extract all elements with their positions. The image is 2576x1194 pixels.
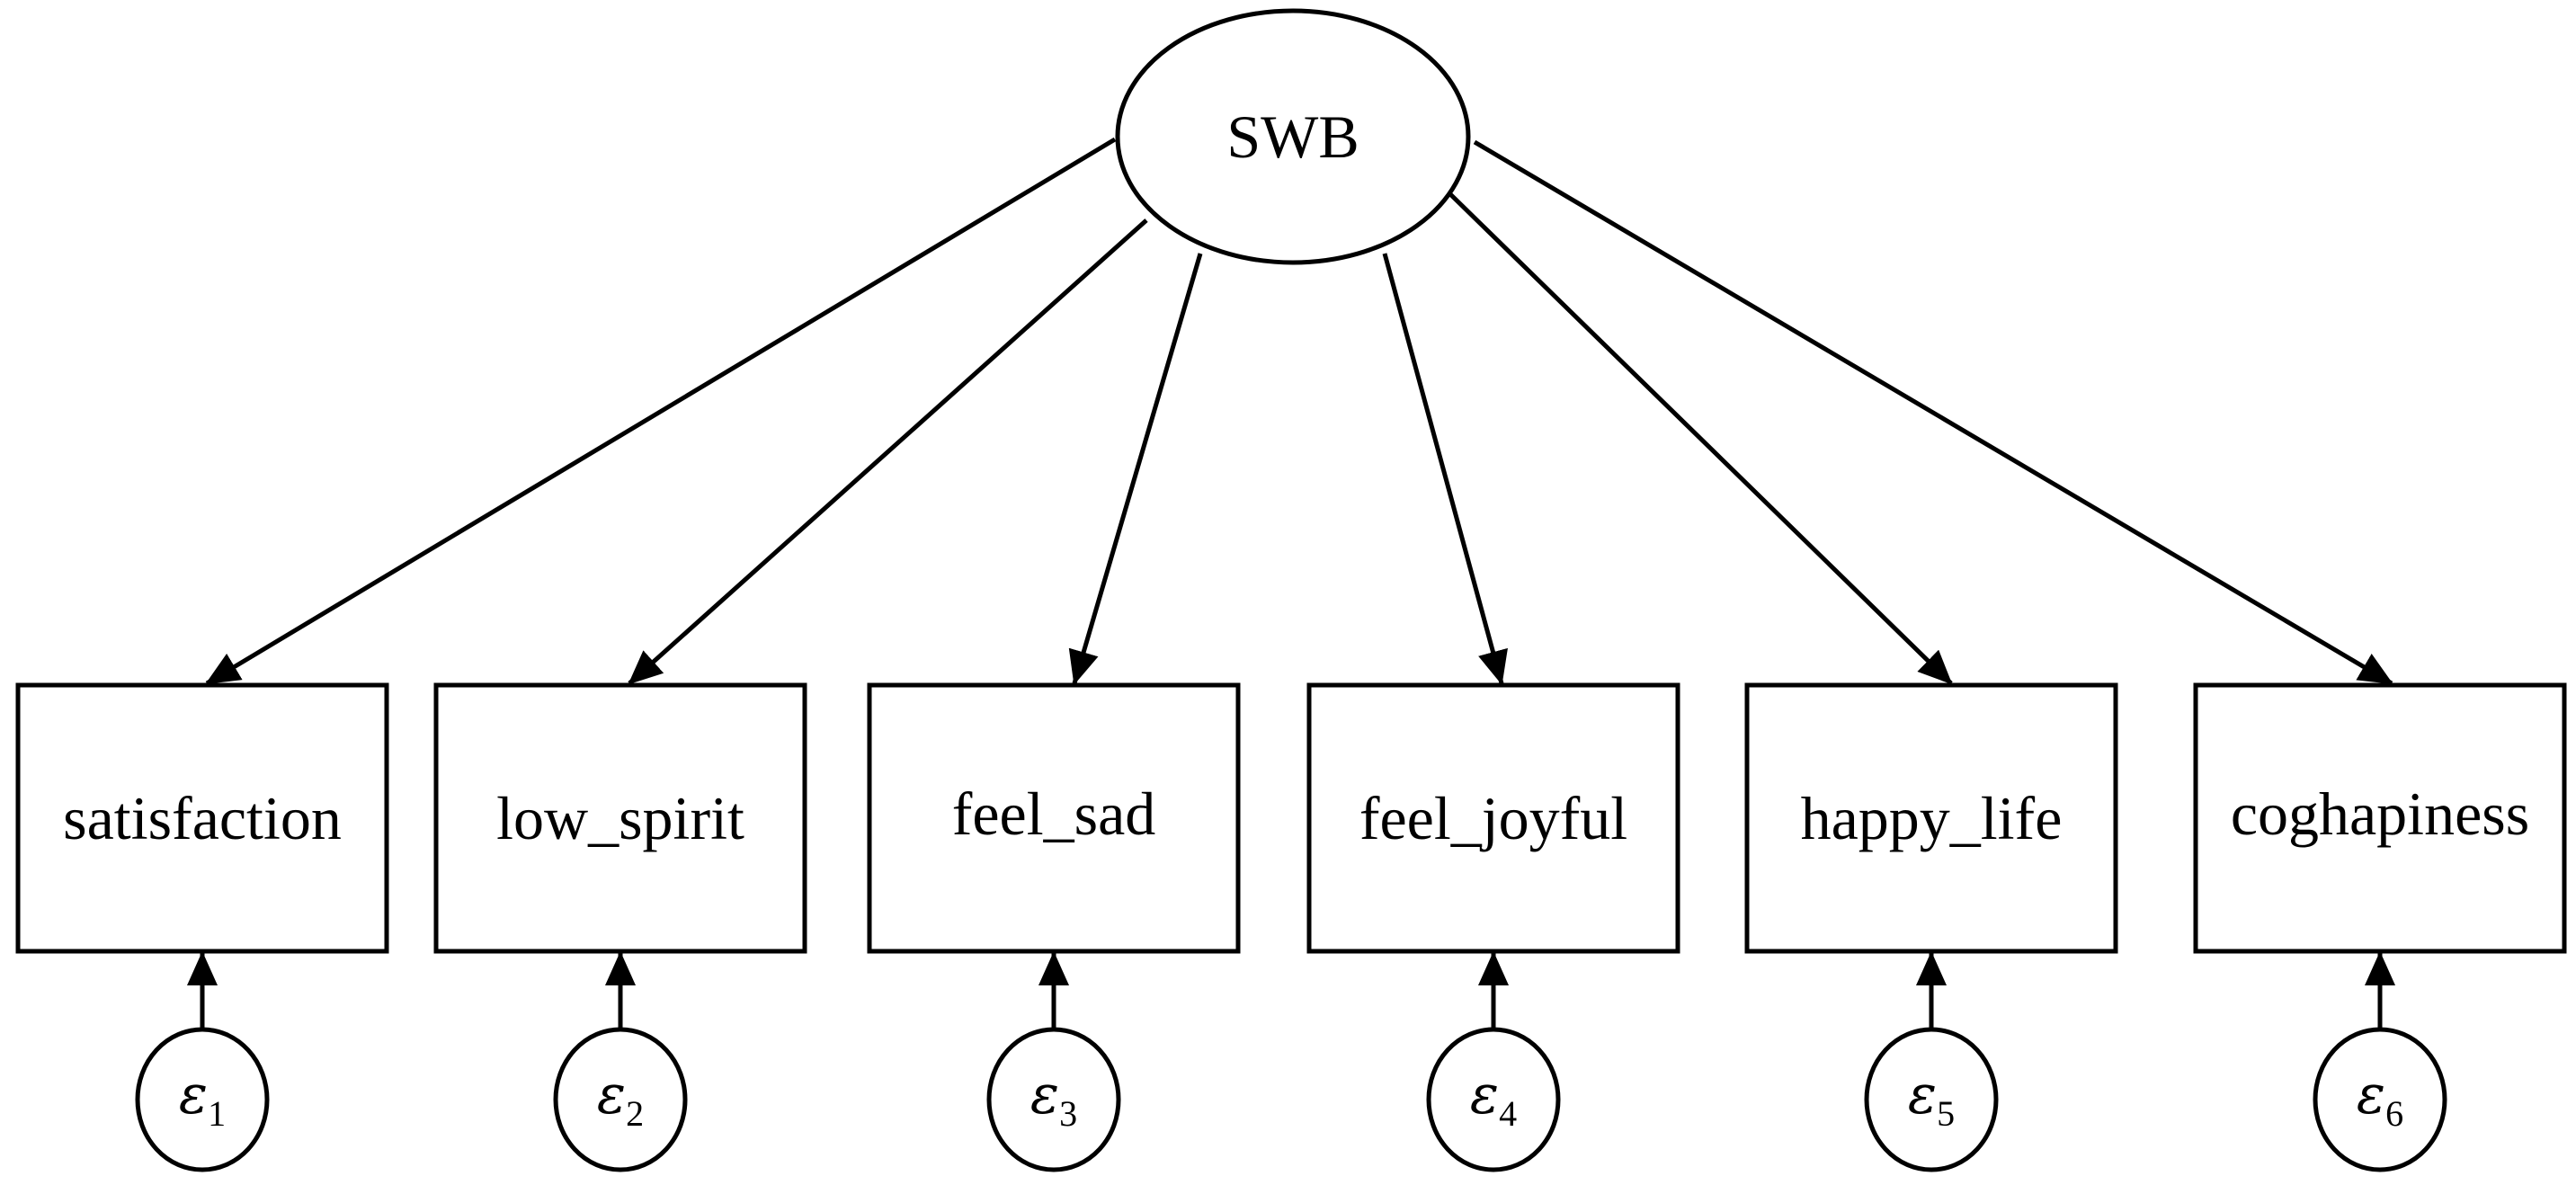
error-symbol: ε bbox=[179, 1064, 208, 1127]
loading-arrows bbox=[205, 137, 2393, 686]
indicator-box bbox=[15, 682, 389, 954]
loading-arrow-feel-joyful bbox=[1382, 253, 1508, 685]
indicator-boxes: satisfaction low_spirit feel_sad feel_jo… bbox=[15, 682, 2567, 954]
loading-arrow-happy-life bbox=[1448, 192, 1953, 685]
error-symbol: ε bbox=[1908, 1064, 1937, 1127]
indicator-feel-joyful: feel_joyful bbox=[1306, 682, 1680, 954]
error-term-2: ε2 bbox=[553, 1027, 688, 1172]
indicator-happy-life: happy_life bbox=[1744, 682, 2118, 954]
latent-node-swb: SWB bbox=[1115, 8, 1471, 265]
error-label: ε3 bbox=[1030, 1064, 1077, 1134]
error-circle bbox=[135, 1027, 270, 1172]
indicator-label: coghapiness bbox=[2231, 780, 2529, 848]
error-label: ε2 bbox=[597, 1064, 644, 1134]
loading-arrow-low-spirit bbox=[628, 218, 1148, 685]
error-circle bbox=[2313, 1027, 2447, 1172]
error-circle bbox=[1864, 1027, 1999, 1172]
indicator-label: low_spirit bbox=[496, 784, 744, 852]
error-label: ε4 bbox=[1470, 1064, 1517, 1134]
loading-arrow-coghapiness bbox=[1473, 139, 2393, 686]
error-arrows bbox=[187, 951, 2395, 1029]
error-term-1: ε1 bbox=[135, 1027, 270, 1172]
error-terms: ε1 ε2 ε3 ε4 ε5 bbox=[135, 1027, 2447, 1172]
indicator-label: feel_sad bbox=[952, 780, 1156, 848]
error-index: 5 bbox=[1937, 1093, 1955, 1134]
loading-arrow-feel-sad bbox=[1068, 253, 1203, 685]
latent-label: SWB bbox=[1226, 102, 1359, 171]
error-symbol: ε bbox=[597, 1064, 626, 1127]
indicator-label: feel_joyful bbox=[1359, 784, 1627, 852]
error-index: 1 bbox=[208, 1093, 226, 1134]
error-label: ε6 bbox=[2357, 1064, 2403, 1134]
error-symbol: ε bbox=[1030, 1064, 1059, 1127]
error-term-3: ε3 bbox=[986, 1027, 1121, 1172]
indicator-satisfaction: satisfaction bbox=[15, 682, 389, 954]
error-label: ε5 bbox=[1908, 1064, 1955, 1134]
error-label: ε1 bbox=[179, 1064, 226, 1134]
error-circle bbox=[553, 1027, 688, 1172]
error-term-5: ε5 bbox=[1864, 1027, 1999, 1172]
indicator-low-spirit: low_spirit bbox=[433, 682, 807, 954]
indicator-label: satisfaction bbox=[63, 784, 342, 852]
error-symbol: ε bbox=[2357, 1064, 2385, 1127]
error-circle bbox=[1426, 1027, 1561, 1172]
error-index: 4 bbox=[1499, 1093, 1517, 1134]
error-symbol: ε bbox=[1470, 1064, 1499, 1127]
loading-arrow-satisfaction bbox=[205, 137, 1117, 686]
error-term-4: ε4 bbox=[1426, 1027, 1561, 1172]
error-index: 3 bbox=[1059, 1093, 1077, 1134]
indicator-feel-sad: feel_sad bbox=[867, 682, 1241, 954]
latent-ellipse bbox=[1115, 8, 1471, 265]
error-index: 2 bbox=[626, 1093, 644, 1134]
indicator-coghapiness: coghapiness bbox=[2193, 682, 2567, 954]
indicator-label: happy_life bbox=[1801, 784, 2063, 852]
indicator-box bbox=[2193, 682, 2567, 954]
error-term-6: ε6 bbox=[2313, 1027, 2447, 1172]
error-index: 6 bbox=[2385, 1093, 2403, 1134]
error-circle bbox=[986, 1027, 1121, 1172]
